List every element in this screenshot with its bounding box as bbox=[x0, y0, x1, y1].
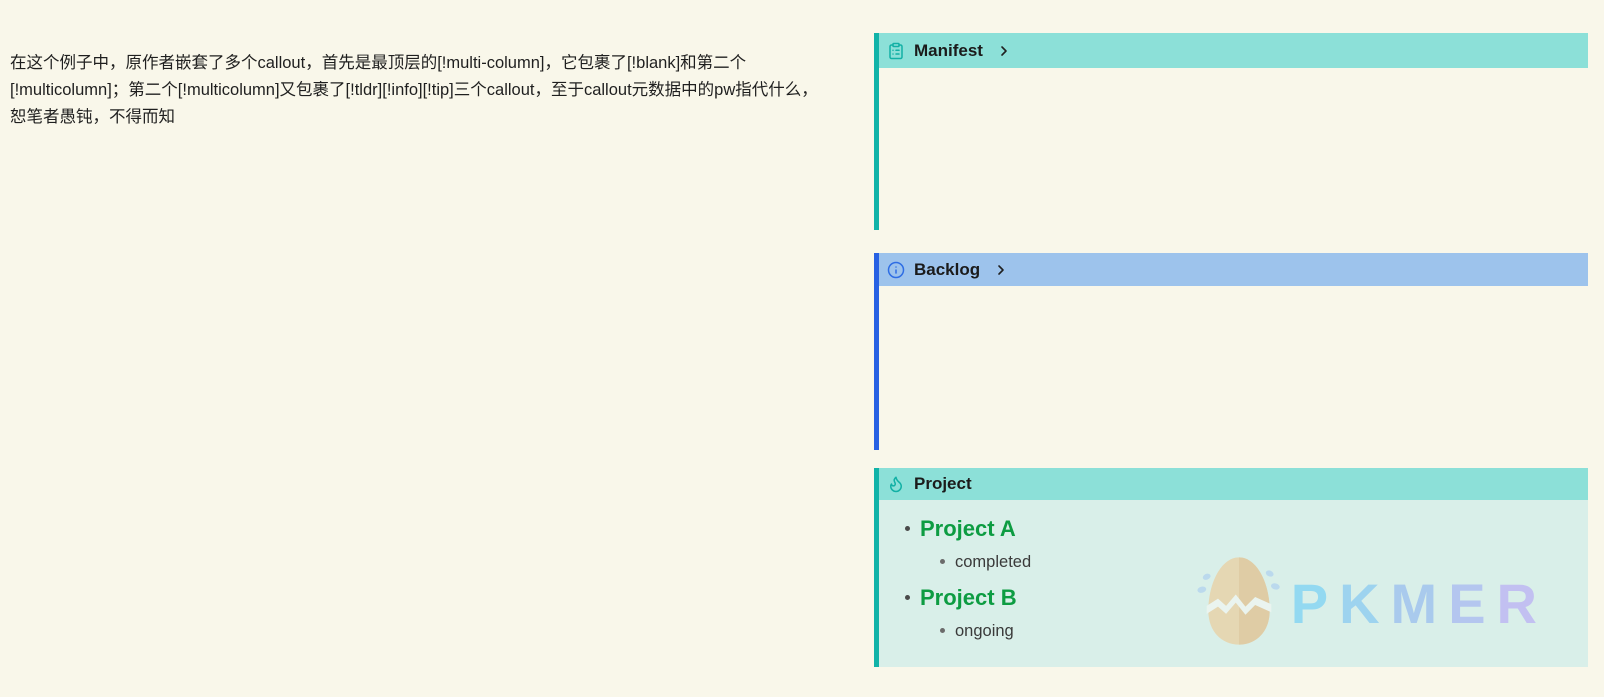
callout-title: Project bbox=[914, 474, 972, 493]
callout-manifest: Manifest bbox=[874, 33, 1588, 230]
callout-project-header: Project bbox=[879, 468, 1588, 500]
project-a-link[interactable]: Project A bbox=[920, 516, 1016, 541]
info-icon bbox=[887, 261, 905, 279]
callout-title: Manifest bbox=[914, 40, 983, 60]
chevron-right-icon[interactable] bbox=[996, 43, 1012, 59]
flame-icon bbox=[887, 475, 905, 493]
chevron-right-icon[interactable] bbox=[993, 262, 1009, 278]
list-item: Project B ongoing bbox=[905, 583, 1588, 642]
callout-column: Manifest Backlog bbox=[874, 0, 1588, 697]
callout-project: Project Project A completed Project B on… bbox=[874, 468, 1588, 667]
clipboard-list-icon bbox=[887, 42, 905, 60]
project-b-link[interactable]: Project B bbox=[920, 585, 1017, 610]
project-list: Project A completed Project B ongoing bbox=[879, 514, 1588, 642]
callout-project-body: Project A completed Project B ongoing bbox=[879, 500, 1588, 667]
callout-title: Backlog bbox=[914, 259, 981, 279]
intro-paragraph: 在这个例子中，原作者嵌套了多个callout，首先是最顶层的[!multi-co… bbox=[10, 54, 818, 126]
project-a-status: completed bbox=[940, 551, 1588, 573]
callout-backlog: Backlog bbox=[874, 253, 1588, 450]
callout-backlog-header[interactable]: Backlog bbox=[879, 253, 1588, 286]
callout-manifest-header[interactable]: Manifest bbox=[879, 33, 1588, 68]
project-b-status: ongoing bbox=[940, 620, 1588, 642]
list-item: Project A completed bbox=[905, 514, 1588, 573]
